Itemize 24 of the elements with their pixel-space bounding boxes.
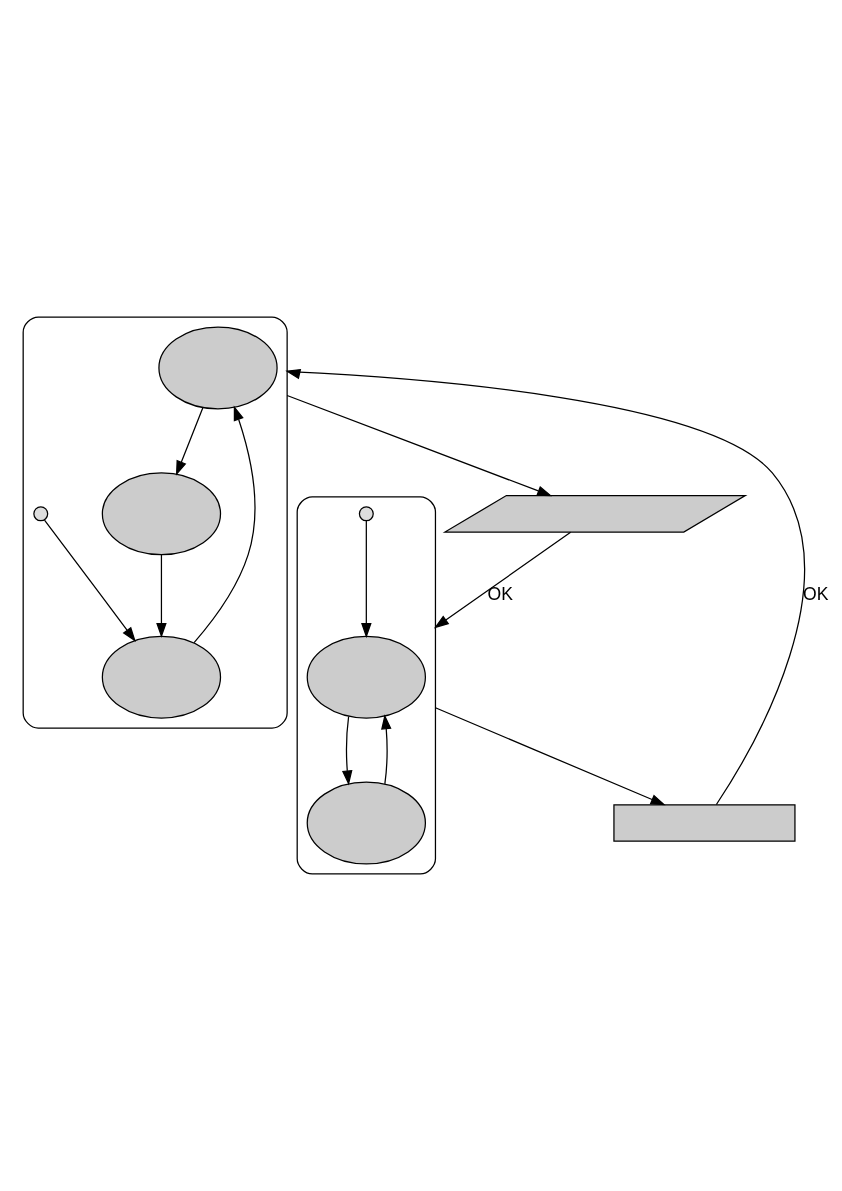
node-circle xyxy=(358,506,374,522)
arrow xyxy=(193,405,256,644)
arrow xyxy=(286,394,553,497)
arrow xyxy=(341,715,353,786)
arrow xyxy=(361,520,372,639)
arrow xyxy=(156,554,167,638)
arrow xyxy=(285,368,805,806)
edge-label: OK xyxy=(487,584,513,605)
edge-label: OK xyxy=(802,584,829,605)
node-parallelogram xyxy=(442,494,748,533)
node-ellipse xyxy=(306,635,427,719)
arrow xyxy=(175,407,204,476)
node-ellipse xyxy=(101,472,222,556)
cluster xyxy=(296,496,437,875)
cluster xyxy=(22,316,288,729)
node-ellipse xyxy=(158,326,278,410)
arrow xyxy=(433,531,572,629)
arrow xyxy=(434,707,666,806)
node-box xyxy=(613,804,796,842)
node-ellipse xyxy=(306,781,427,865)
arrow xyxy=(381,714,392,785)
node-ellipse xyxy=(101,635,222,719)
arrow xyxy=(43,519,136,642)
node-circle xyxy=(33,506,49,522)
